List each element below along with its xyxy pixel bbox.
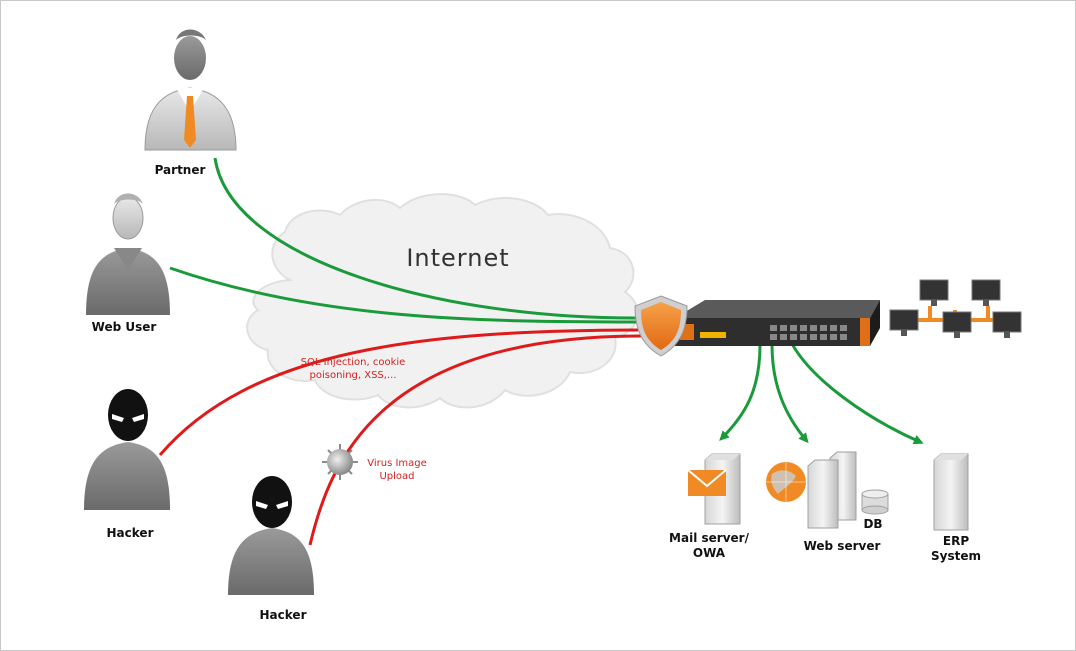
- shield-icon: [634, 295, 688, 357]
- hacker1-label: Hacker: [107, 526, 154, 540]
- hacker1-attack-line: [158, 328, 646, 456]
- erp-label-line1: ERP: [943, 534, 969, 548]
- hacker-icon: [228, 476, 314, 595]
- virus-annotation-line1: Virus Image: [367, 458, 427, 469]
- person-partner-icon: [144, 29, 237, 151]
- partner-connection-line: [213, 157, 646, 320]
- hacker2-attack-line: [308, 334, 646, 546]
- web-server-icon: [766, 451, 857, 529]
- mail-server-arrow: [719, 344, 762, 441]
- firewall-appliance-icon: [675, 300, 880, 346]
- web-server-label: Web server: [804, 539, 881, 553]
- web-user-label: Web User: [92, 320, 157, 334]
- attack-annotation-line1: SQL Injection, cookie: [301, 357, 406, 368]
- db-label: DB: [863, 517, 882, 531]
- cloud-title: Internet: [406, 244, 509, 272]
- hacker-icon: [84, 389, 170, 510]
- mail-server-label-line2: OWA: [693, 546, 726, 560]
- hacker2-label: Hacker: [260, 608, 307, 622]
- webuser-connection-line: [169, 266, 646, 324]
- mail-server-icon: [687, 453, 741, 525]
- person-web-user-icon: [86, 193, 170, 315]
- mail-server-label-line1: Mail server/: [669, 531, 750, 545]
- attack-annotation-line2: poisoning, XSS,...: [310, 370, 397, 381]
- erp-server-icon: [933, 453, 969, 531]
- virus-annotation-line2: Upload: [379, 471, 414, 482]
- network-monitors-icon: [889, 279, 1022, 338]
- web-server-arrow: [770, 344, 809, 444]
- erp-server-arrow: [788, 339, 924, 445]
- virus-icon: [322, 444, 358, 480]
- partner-label: Partner: [155, 163, 206, 177]
- erp-label-line2: System: [931, 549, 981, 563]
- database-icon: [861, 489, 889, 515]
